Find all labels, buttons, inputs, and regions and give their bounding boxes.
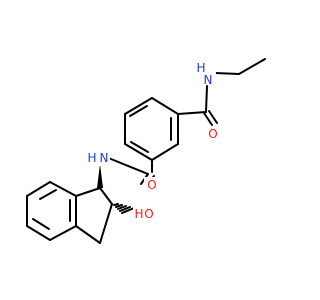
- hash-line-2: [115, 204, 123, 208]
- ring-bond-1: [151, 97, 179, 115]
- indane-bond-7: [26, 181, 51, 197]
- indane-inner-1: [39, 189, 57, 200]
- indane-bond-2: [99, 187, 113, 205]
- bond-carbonyl-middle-n: [105, 156, 149, 175]
- wedge-n-ring: [97, 164, 103, 188]
- ring-bond-2: [124, 97, 153, 115]
- amide-top-o-label: O: [208, 127, 217, 141]
- ring-bond-4: [124, 143, 153, 161]
- indane-bond-9: [26, 225, 51, 241]
- bond-propyl-1: [238, 58, 266, 75]
- label-bg-top-o: [205, 126, 221, 142]
- indane-bond-3: [99, 203, 113, 244]
- indane-bond-1: [75, 187, 101, 197]
- hydroxyl-o-label: O: [144, 207, 153, 221]
- indane-bond-10: [49, 225, 77, 241]
- ring-inner-2: [130, 141, 149, 153]
- label-bg-bottom-n: [88, 150, 110, 166]
- bond-propyl-2: [214, 72, 240, 75]
- amide-bottom-n-label: N: [100, 151, 109, 165]
- hash-line-3: [117, 205, 127, 210]
- ring-bond-5: [151, 143, 179, 161]
- hash-line-1: [113, 203, 119, 206]
- chemical-structure-diagram: H N O O H N H O: [26, 58, 266, 244]
- hash-line-5: [121, 207, 135, 214]
- molecule-canvas: H N O O H N H O: [26, 58, 266, 244]
- hash-line-4: [119, 206, 131, 212]
- bond-co-top-b: [208, 110, 218, 124]
- indane-bond-4: [75, 225, 101, 244]
- amide-top-n-label: N: [204, 73, 213, 87]
- hashed-bond-hydroxyl: [113, 203, 135, 214]
- amide-top-h-label: H: [196, 61, 205, 75]
- bond-n-carbonyl-top: [205, 85, 208, 113]
- label-bg-top-n: [199, 66, 216, 84]
- hydroxyl-h-label: H: [134, 207, 143, 221]
- label-bg-middle-o: [144, 177, 160, 193]
- bond-carbonyl-top-ring: [177, 111, 207, 115]
- indane-inner-2: [32, 218, 50, 230]
- amide-bottom-h-label: H: [87, 151, 96, 165]
- ring-inner-1: [129, 105, 148, 117]
- indane-bond-6: [49, 181, 77, 197]
- label-bg-hydroxyl: [133, 206, 155, 223]
- amide-middle-o-label: O: [147, 178, 156, 192]
- bond-co-top-a: [203, 112, 213, 126]
